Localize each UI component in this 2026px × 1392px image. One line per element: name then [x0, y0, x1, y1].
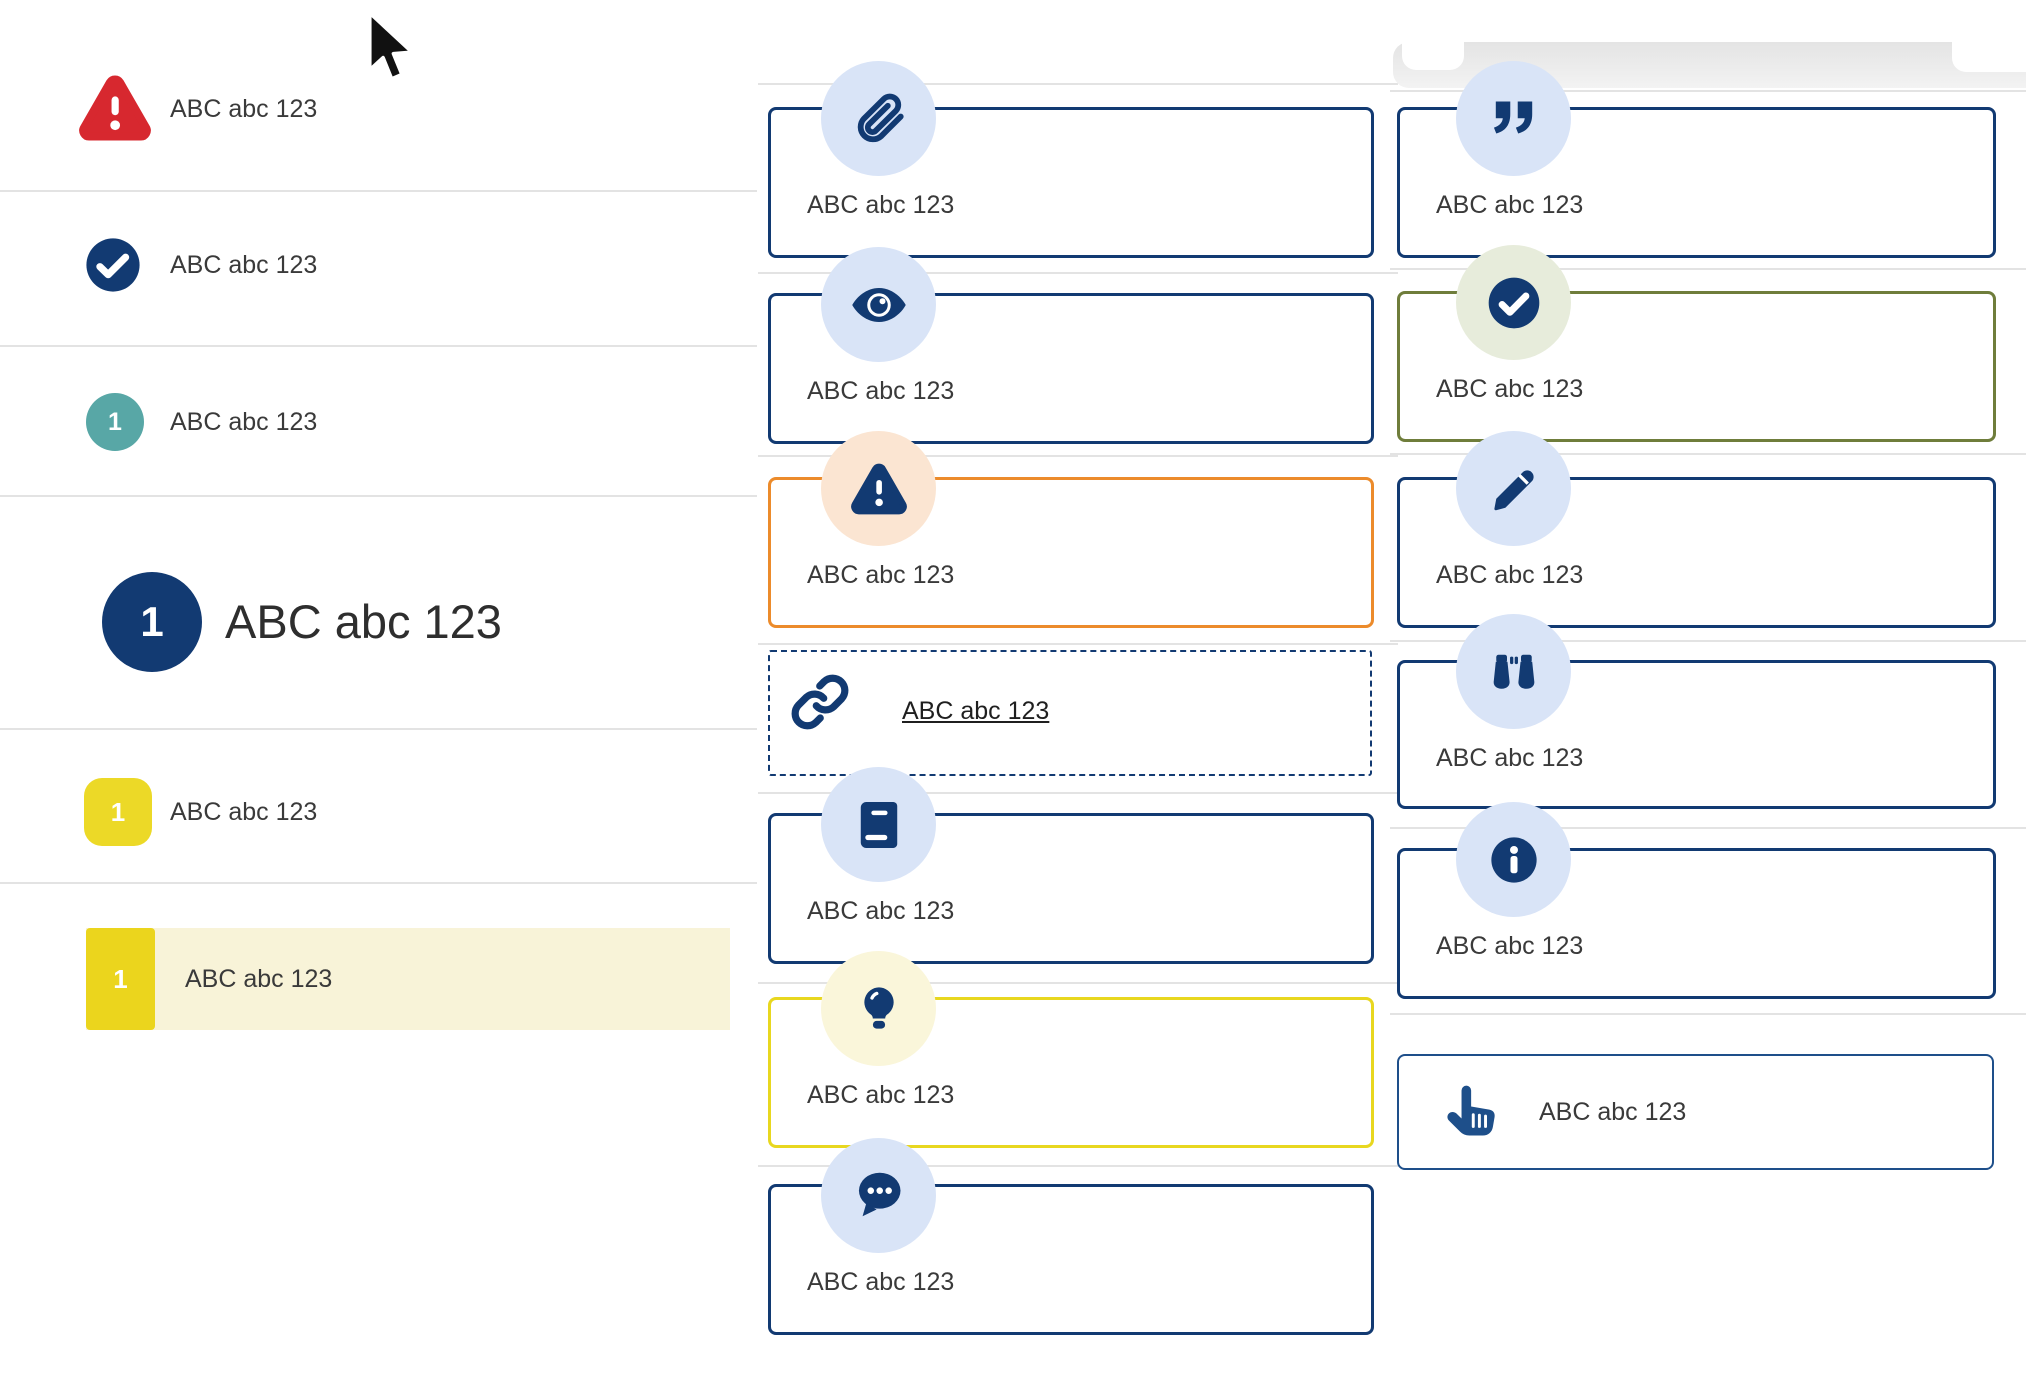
- divider: [758, 83, 1398, 85]
- card-label: ABC abc 123: [1539, 1098, 1687, 1126]
- divider: [0, 495, 757, 497]
- icon-circle: [1456, 431, 1571, 546]
- callout-card-link: ABC abc 123: [768, 650, 1372, 776]
- divider: [758, 792, 1398, 794]
- callout-card-tip: ABC abc 123: [768, 951, 1374, 1148]
- callout-card-discussion: ABC abc 123: [768, 1138, 1374, 1335]
- callout-card-watch: ABC abc 123: [768, 247, 1374, 444]
- link-icon: [791, 674, 849, 730]
- list-item-label: ABC abc 123: [170, 251, 318, 279]
- step-badge: 1: [84, 778, 152, 846]
- callout-card-quote: ABC abc 123: [1397, 61, 1996, 258]
- divider: [0, 882, 757, 884]
- lightbulb-icon: [863, 986, 894, 1029]
- card-link[interactable]: ABC abc 123: [902, 697, 1050, 725]
- list-item-label: ABC abc 123: [170, 95, 318, 123]
- divider: [1390, 453, 2026, 455]
- divider: [758, 272, 1398, 274]
- check-circle-icon: [86, 238, 140, 292]
- card-label: ABC abc 123: [1436, 191, 1584, 219]
- book-icon: [860, 801, 897, 848]
- eye-icon: [851, 287, 906, 322]
- icon-circle: [821, 247, 936, 362]
- icon-circle: [1456, 245, 1571, 360]
- quote-icon: [1493, 101, 1532, 133]
- step-badge: 1: [86, 928, 155, 1030]
- divider: [758, 982, 1398, 984]
- icon-circle: [1456, 61, 1571, 176]
- divider: [758, 1165, 1398, 1167]
- callout-card-explore: ABC abc 123: [1397, 614, 1996, 809]
- banner-notch: [1952, 28, 2026, 72]
- check-circle-icon: [1488, 277, 1539, 328]
- card-label: ABC abc 123: [1436, 561, 1584, 589]
- alert-triangle-icon: [79, 75, 151, 141]
- alert-triangle-icon: [850, 463, 907, 514]
- divider: [0, 190, 757, 192]
- divider: [1390, 90, 2026, 92]
- divider: [1390, 640, 2026, 642]
- step-number: 1: [108, 407, 122, 436]
- list-item-label: ABC abc 123: [170, 408, 318, 436]
- icon-circle: [821, 767, 936, 882]
- binoculars-icon: [1493, 654, 1534, 689]
- divider: [1390, 1013, 2026, 1015]
- banner-notch: [1402, 28, 1464, 70]
- divider: [0, 728, 757, 730]
- card-label: ABC abc 123: [1436, 932, 1584, 960]
- icon-circle: [821, 431, 936, 546]
- card-label: ABC abc 123: [807, 377, 955, 405]
- step-number: 1: [113, 963, 128, 994]
- step-badge-large: 1: [102, 572, 202, 672]
- icon-circle: [821, 951, 936, 1066]
- icon-circle: [1456, 802, 1571, 917]
- divider: [0, 345, 757, 347]
- card-label: ABC abc 123: [807, 897, 955, 925]
- paperclip-icon: [857, 93, 904, 142]
- icon-circle: [821, 1138, 936, 1253]
- mouse-cursor: [367, 10, 414, 81]
- divider: [758, 455, 1398, 457]
- card-label: ABC abc 123: [807, 191, 955, 219]
- card-label: ABC abc 123: [807, 1081, 955, 1109]
- callout-card-warning: ABC abc 123: [768, 431, 1374, 628]
- divider: [758, 643, 1398, 645]
- step-number: 1: [110, 796, 126, 827]
- section-heading: ABC abc 123: [225, 595, 502, 648]
- list-item-label: ABC abc 123: [185, 965, 333, 993]
- card-label: ABC abc 123: [1436, 375, 1584, 403]
- callout-card-action: ABC abc 123: [1397, 1054, 1994, 1170]
- chat-bubble-icon: [858, 1172, 901, 1216]
- row-highlight: [86, 928, 730, 1030]
- callout-card-edit: ABC abc 123: [1397, 431, 1996, 628]
- list-item-label: ABC abc 123: [170, 798, 318, 826]
- hand-point-up-icon: [1447, 1085, 1495, 1136]
- divider: [1390, 827, 2026, 829]
- divider: [1390, 268, 2026, 270]
- step-badge: 1: [86, 393, 144, 451]
- callout-card-attachment: ABC abc 123: [768, 61, 1374, 258]
- pencil-icon: [1493, 469, 1534, 510]
- card-label: ABC abc 123: [1436, 744, 1584, 772]
- callout-card-info: ABC abc 123: [1397, 802, 1996, 999]
- info-icon: [1490, 836, 1537, 883]
- callout-card-success: ABC abc 123: [1397, 245, 1996, 442]
- callout-card-reference: ABC abc 123: [768, 767, 1374, 964]
- card-label: ABC abc 123: [807, 561, 955, 589]
- step-number: 1: [140, 598, 164, 645]
- card-label: ABC abc 123: [807, 1268, 955, 1296]
- icon-circle: [821, 61, 936, 176]
- icon-circle: [1456, 614, 1571, 729]
